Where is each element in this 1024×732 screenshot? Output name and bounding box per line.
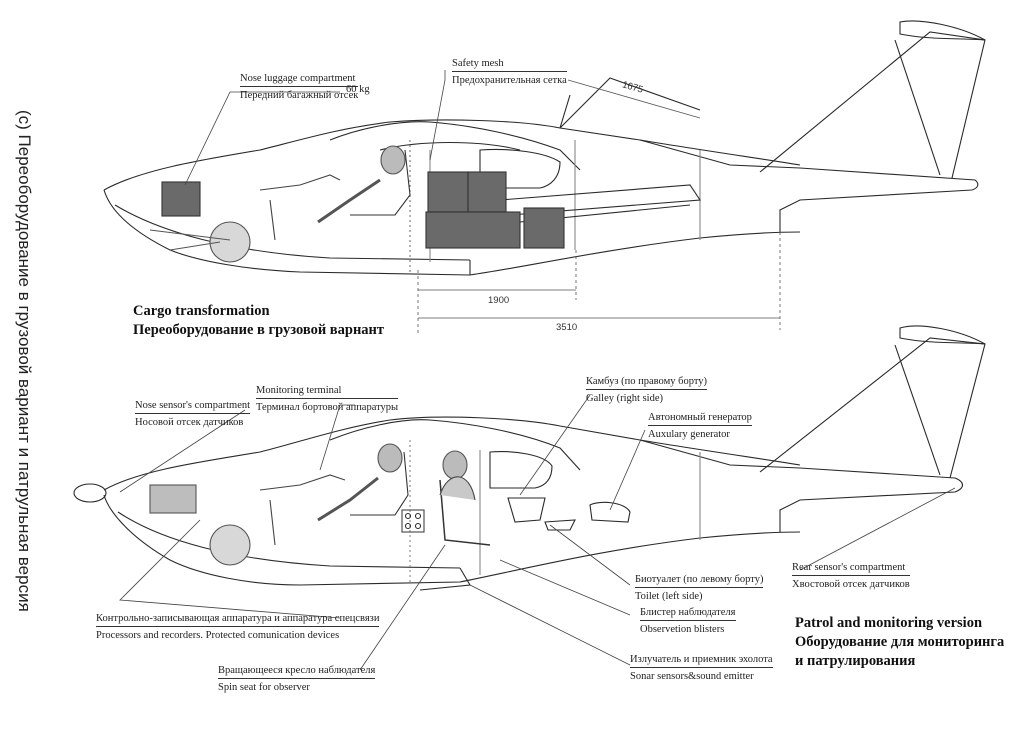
sonar-label: Излучатель и приемник эхолота Sonar sens… <box>630 653 773 683</box>
toilet-ru: Биотуалет (по левому борту) <box>635 574 764 585</box>
nose-luggage-weight: 60 kg <box>346 84 370 95</box>
blister-label: Блистер наблюдателя Observetion blisters <box>640 606 736 636</box>
aux-generator-label: Автономный генератор Auxulary generator <box>648 411 752 441</box>
patrol-title-ru-2: и патрулирования <box>795 653 916 669</box>
nose-luggage-label: Nose luggage compartment Передний багажн… <box>240 72 359 102</box>
spin-seat-en: Spin seat for observer <box>218 682 310 693</box>
rear-sensor-label: Rear sensor's compartment Хвостовой отсе… <box>792 561 910 591</box>
cargo-title-ru: Переоборудование в грузовой варнант <box>133 322 385 338</box>
rear-sensor-ru: Хвостовой отсек датчиков <box>792 579 910 590</box>
nose-luggage-en: Nose luggage compartment <box>240 73 356 84</box>
toilet-en: Toilet (left side) <box>635 591 703 602</box>
safety-mesh-ru: Предохранительная сетка <box>452 75 567 86</box>
spin-seat-label: Вращающееся кресло наблюдателя Spin seat… <box>218 664 376 694</box>
safety-mesh-en: Safety mesh <box>452 58 504 69</box>
dimension-3510: 3510 <box>556 322 578 333</box>
monitoring-terminal-label: Monitoring terminal Терминал бортовой ап… <box>256 384 399 414</box>
dimension-1900: 1900 <box>488 295 510 306</box>
monitoring-terminal-ru: Терминал бортовой аппаратуры <box>256 402 399 413</box>
side-caption-text: (с) Переоборудование в грузовой вариант … <box>15 110 34 612</box>
patrol-aircraft-outline <box>73 325 986 671</box>
rear-sensor-en: Rear sensor's compartment <box>792 562 906 573</box>
galley-label: Камбуз (по правому борту) Galley (right … <box>586 375 708 405</box>
nose-luggage-ru: Передний багажный отсек <box>240 90 359 101</box>
side-caption: (с) Переоборудование в грузовой вариант … <box>14 110 44 670</box>
toilet-label: Биотуалет (по левому борту) Toilet (left… <box>635 573 764 603</box>
sonar-ru: Излучатель и приемник эхолота <box>630 654 773 665</box>
patrol-title: Patrol and monitoring version Оборудован… <box>795 614 1004 671</box>
blister-ru: Блистер наблюдателя <box>640 607 736 618</box>
nose-sensor-label: Nose sensor's compartment Носовой отсек … <box>135 399 251 429</box>
nose-sensor-ru: Носовой отсек датчиков <box>135 417 244 428</box>
spin-seat-ru: Вращающееся кресло наблюдателя <box>218 665 376 676</box>
aux-generator-en: Auxulary generator <box>648 429 730 440</box>
processors-en: Processors and recorders. Protected comu… <box>96 630 340 641</box>
aux-generator-ru: Автономный генератор <box>648 412 752 423</box>
patrol-title-en: Patrol and monitoring version <box>795 615 983 631</box>
cargo-title-en: Cargo transformation <box>133 303 270 319</box>
cargo-title: Cargo transformation Переоборудование в … <box>133 302 384 340</box>
processors-ru: Контрольно-записывающая аппаратура и апп… <box>96 613 380 624</box>
sonar-en: Sonar sensors&sound emitter <box>630 671 754 682</box>
processors-label: Контрольно-записывающая аппаратура и апп… <box>96 612 380 642</box>
blister-en: Observetion blisters <box>640 624 725 635</box>
nose-sensor-en: Nose sensor's compartment <box>135 400 251 411</box>
monitoring-terminal-en: Monitoring terminal <box>256 385 342 396</box>
patrol-title-ru-1: Оборудование для мониторинга <box>795 634 1005 650</box>
galley-en: Galley (right side) <box>586 393 663 404</box>
cargo-aircraft-outline <box>103 20 986 335</box>
galley-ru: Камбуз (по правому борту) <box>586 376 708 387</box>
safety-mesh-label: Safety mesh Предохранительная сетка <box>452 57 567 87</box>
